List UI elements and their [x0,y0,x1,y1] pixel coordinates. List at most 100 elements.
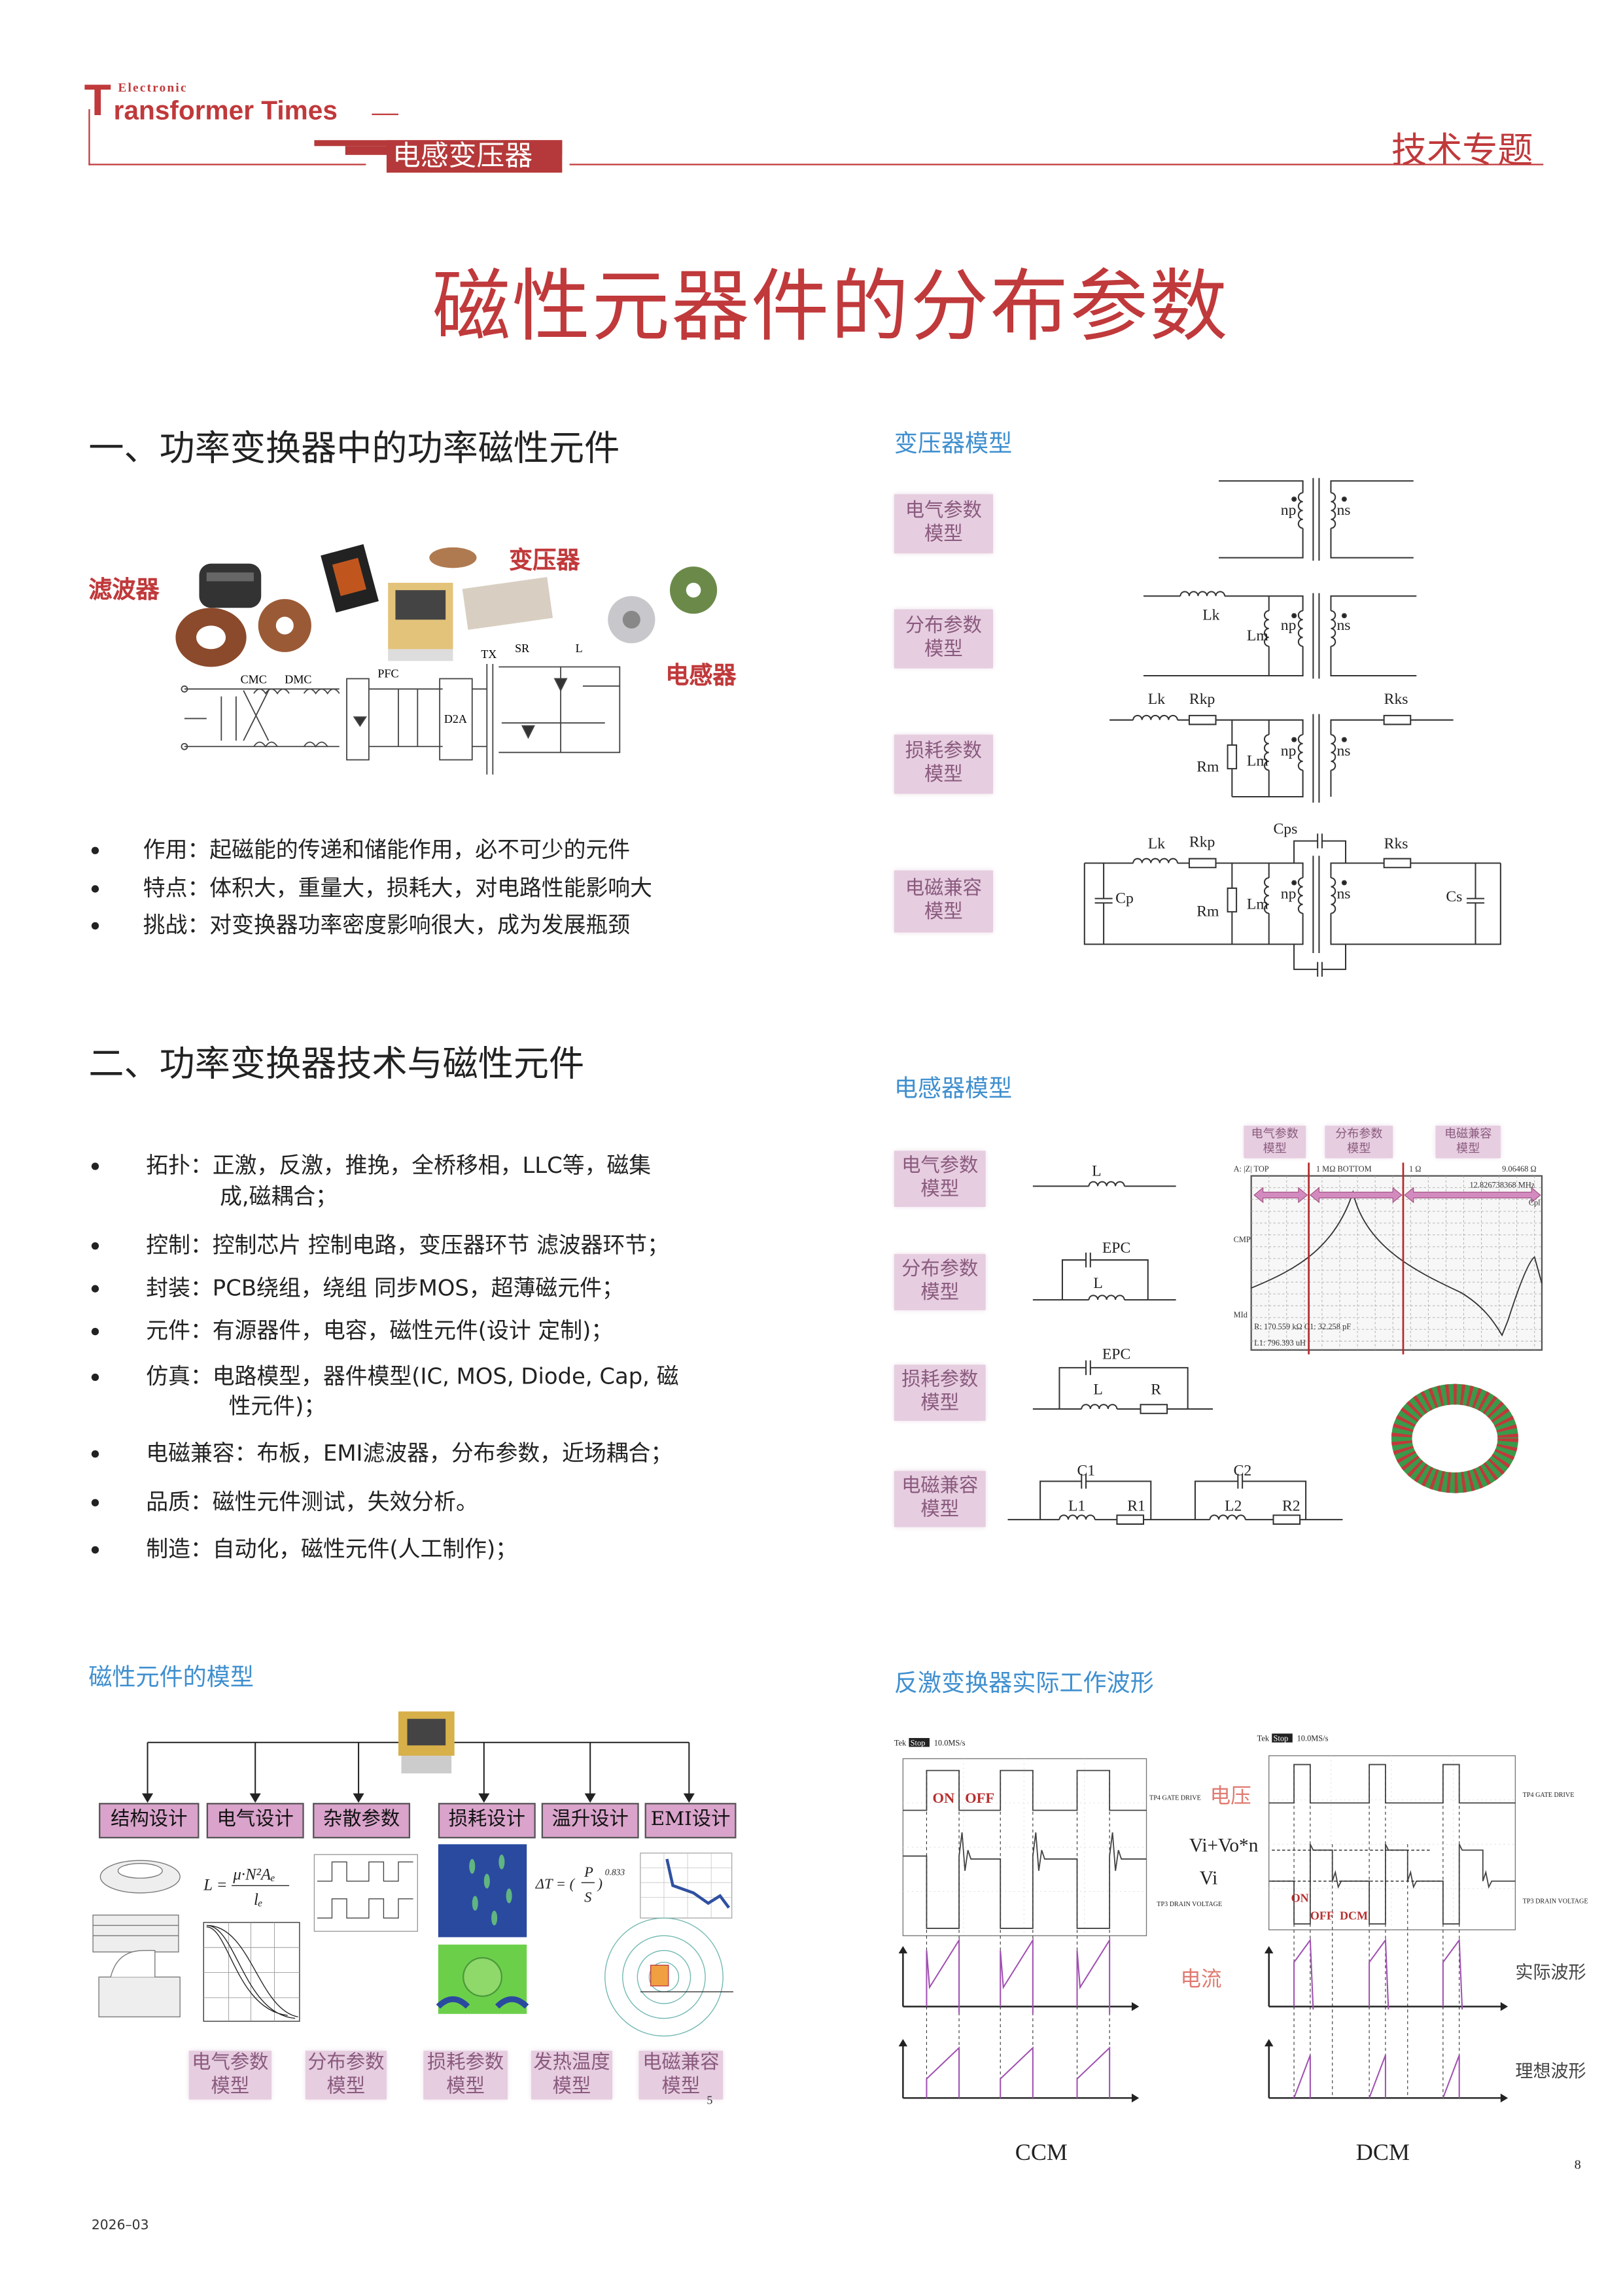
rkp-resistor [1188,714,1217,725]
model-box-distributed: 分布参数模型 [305,2051,387,2100]
bullet-dot [91,846,99,854]
rks-resistor [1383,714,1412,725]
label-dcm: DCM [1340,1909,1368,1922]
channel-label-drain: TP3 DRAIN VOLTAGE [1157,1901,1222,1908]
inductance-formula: L = μ·N²Aₑ lₑ [203,1866,290,1909]
model-box-line: 模型 [1263,1141,1287,1156]
formula-lhs: ΔT = ( [535,1875,576,1892]
label-cmc: CMC [241,672,267,686]
model-box-line: 模型 [661,2075,701,2098]
label-ccm: CCM [1015,2139,1068,2165]
model-box-line: 电气参数 [1251,1127,1299,1141]
wire [1007,1480,1343,1521]
figure-label-inductor: 电感器 [665,661,737,689]
structure-drawings [92,1860,181,2017]
transformer-core [1312,478,1320,561]
c1-capacitor [1081,1474,1087,1489]
polarity-dot [1291,496,1347,502]
ind-box-distributed: 分布参数模型 [894,1254,986,1310]
design-box-loss: 损耗设计 [438,1803,536,1839]
dcm-waveform [1264,1755,1516,2103]
label-epc: EPC [1102,1240,1130,1257]
bullet-item: 作用：起磁能的传递和储能作用，必不可少的元件 [143,836,631,863]
bullet-item: 封装：PCB绕组，绕组 同步MOS，超薄磁元件； [146,1274,624,1302]
bullet-item: 仿真：电路模型，器件模型(IC, MOS, Diode, Cap, 磁 [146,1363,679,1390]
model-box-line: 电磁兼容 [905,878,983,900]
ind-box-loss: 损耗参数模型 [894,1365,986,1421]
thermal-formula: ΔT = ( P S ) 0.833 [535,1864,625,1905]
header-rule-right [569,164,1544,166]
plot-header: 9.06468 Ω [1502,1164,1537,1174]
lk-inductor [1132,714,1178,720]
design-box-emi: EMI设计 [644,1803,737,1839]
label-lk: Lk [1148,691,1165,708]
bullet-item: 挑战：对变换器功率密度影响很大，成为发展瓶颈 [143,911,631,939]
transformer-schematics [1083,478,1501,977]
cmc-choke-photo [199,563,262,608]
power-converter-figure: CMC DMC PFC TX SR L D2A [175,544,718,775]
ns-winding [1331,492,1336,529]
figure-label-transformer: 变压器 [509,546,580,574]
model-box-line: 模型 [326,2075,366,2098]
formula-exponent: 0.833 [605,1868,625,1877]
model-box-line: 分布参数 [901,1258,979,1281]
label-lm: Lm [1247,896,1268,913]
polarity-dot [1291,737,1347,742]
np-winding [1297,492,1303,529]
channel-label-drain: TP3 DRAIN VOLTAGE [1523,1898,1588,1905]
formula-denominator: lₑ [254,1891,262,1909]
model-box-line: 模型 [1456,1141,1480,1156]
wire [1083,862,1304,945]
label-lm: Lm [1247,753,1268,770]
model-box-line: 模型 [920,1499,960,1522]
bullet-dot [91,885,99,893]
loss-field-simulation [436,1844,529,2014]
label-np: np [1281,886,1297,903]
design-box-electrical: 电气设计 [206,1803,304,1839]
label-current: 电流 [1180,1968,1221,1991]
ns-winding [1331,610,1336,647]
bh-curve-chart [203,1922,300,2022]
scope-rate: 10.0MS/s [1297,1733,1329,1743]
l-inductor [1088,1181,1125,1187]
ns-winding [1331,877,1336,914]
model-box-line: 损耗参数 [901,1369,979,1391]
model-box-thermal: 发热温度模型 [531,2051,613,2100]
green-toroid-photo [1391,1383,1518,1493]
magnetic-models-caption: 磁性元件的模型 [88,1662,254,1691]
label-r1: R1 [1127,1498,1145,1515]
impedance-plot: A: |Z| TOP 1 MΩ BOTTOM 1 Ω 9.06468 Ω 12.… [1234,1162,1543,1493]
wire [1032,1259,1176,1301]
model-box-electrical: 电气参数模型 [188,2051,272,2100]
wire [1293,840,1347,970]
l-inductor [1081,1404,1118,1410]
bullet-dot [91,1373,99,1382]
model-box-line: 模型 [1347,1141,1371,1156]
logo-small: Electronic [118,79,188,95]
wire [1032,1366,1213,1410]
label-rkp: Rkp [1189,834,1215,851]
label-rks: Rks [1384,835,1408,852]
region-arrows [1253,1187,1541,1204]
channel-label-gate: TP4 GATE DRIVE [1149,1795,1201,1802]
plot-header: A: |Z| TOP [1234,1164,1269,1174]
model-box-line: 发热温度 [533,2051,610,2074]
model-box-line: 电磁兼容 [1444,1127,1492,1141]
plot-readout: L1: 796.393 uH [1254,1338,1306,1348]
label-d2a: D2A [444,712,467,725]
label-ideal-waveform: 理想波形 [1515,2062,1586,2081]
label-r: R [1151,1381,1161,1398]
rm-resistor [1227,744,1238,770]
label-ns: ns [1336,617,1350,634]
design-box-structure: 结构设计 [99,1803,200,1839]
bullet-item: 品质：磁性元件测试，失效分析。 [146,1488,478,1516]
label-cps: Cps [1273,820,1297,837]
rks-resistor [1383,858,1412,869]
column-tab: 电感变压器 [386,140,563,173]
label-off: OFF [965,1790,994,1806]
formula-lhs: L = [203,1876,227,1894]
bullet-item: 特点：体积大，重量大，损耗大，对电路性能影响大 [143,875,652,902]
model-box-line: 模型 [920,1393,960,1416]
formula-rhs: ) [596,1875,602,1892]
transformer-model-caption: 变压器模型 [894,429,1013,458]
